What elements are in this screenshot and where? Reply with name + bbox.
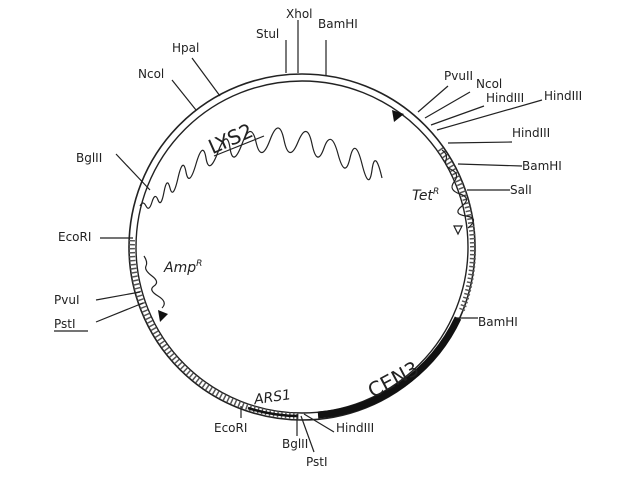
sall-label: SalI	[510, 183, 532, 197]
tet-name: Tet	[412, 188, 433, 204]
bglii-bottom-label: BglII	[282, 437, 308, 451]
pstl-left-tick	[95, 302, 144, 323]
ncol-left-tick	[171, 79, 197, 111]
hindiii-a-label: HindIII	[486, 91, 524, 105]
ecori-bottom-label: EcoRI	[214, 421, 247, 435]
cen3-label: CEN3	[364, 356, 423, 403]
tet-arrowhead	[453, 225, 463, 236]
tet-wavy-arrow	[441, 149, 475, 229]
hindiii-b-label: HindIII	[544, 89, 582, 103]
bglii-left-tick	[115, 153, 151, 191]
pvul-tick	[95, 291, 141, 301]
bamhi-lower-label: BamHI	[478, 315, 518, 329]
pstl-bottom-tick	[300, 415, 315, 453]
pvul-label: PvuI	[54, 293, 79, 307]
amp-superscript: R	[196, 259, 202, 269]
lys2-arrowhead	[392, 110, 404, 122]
tet-hatched-segment	[437, 147, 477, 312]
lys2-wavy-arrow	[139, 127, 383, 209]
tet-superscript: R	[433, 187, 439, 197]
hindiii-c-label: HindIII	[512, 126, 550, 140]
hpal-tick	[191, 57, 221, 97]
amp-arrowhead	[158, 310, 168, 322]
ecori-left-label: EcoRI	[58, 230, 91, 244]
tet-label: TetR	[412, 187, 439, 204]
cen3-segment	[317, 316, 462, 419]
site-ticks	[95, 20, 543, 453]
xhol-label: Xhol	[286, 7, 313, 21]
pvuii-label: PvuII	[444, 69, 473, 83]
amp-label: AmpR	[163, 259, 202, 276]
bglii-left-label: BglII	[76, 151, 102, 165]
ars1-label: ARS1	[252, 387, 292, 408]
lys2-underline	[213, 135, 265, 157]
ars1-segment	[247, 406, 299, 418]
plasmid-inner-ring	[135, 80, 469, 414]
hpal-label: Hpal	[172, 41, 199, 55]
stul-label: Stul	[256, 27, 279, 41]
ncol-right-tick	[424, 91, 471, 119]
hindiii-bottom-label: HindIII	[336, 421, 374, 435]
pvuii-tick	[417, 85, 449, 113]
pstl-left-label: PstI	[54, 317, 76, 331]
hindiii-c-tick	[447, 141, 513, 144]
ncol-left-label: Ncol	[138, 67, 164, 81]
ncol-right-label: Ncol	[476, 77, 502, 91]
hindiii-bottom-tick	[303, 413, 335, 433]
hindiii-a-tick	[430, 105, 485, 126]
bamhi-right-label: BamHI	[522, 159, 562, 173]
hindiii-b-tick	[436, 99, 543, 131]
pstl-bottom-label: PstI	[306, 455, 328, 469]
bamhi-top-label: BamHI	[318, 17, 358, 31]
amp-name: Amp	[163, 260, 196, 276]
bamhi-right-tick	[457, 163, 523, 167]
amp-wavy-arrow	[143, 255, 165, 309]
